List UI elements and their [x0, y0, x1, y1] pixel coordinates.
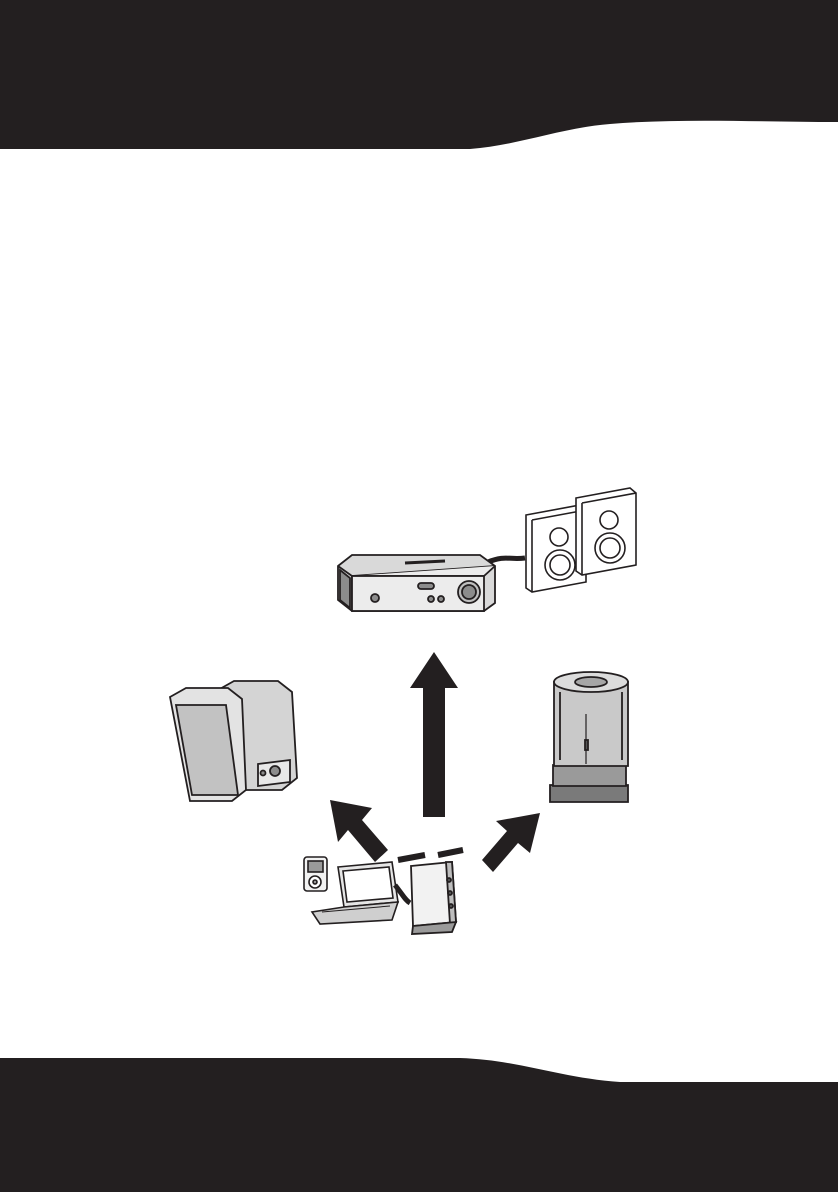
- media-player-icon: [304, 857, 327, 891]
- stereo-amplifier-icon: [338, 555, 495, 611]
- wireless-transmitter-icon: [398, 850, 463, 934]
- desktop-speakers-icon: [170, 681, 297, 801]
- arrow-to-tower-speaker: [482, 813, 540, 872]
- header-wave-band: [0, 0, 838, 160]
- arrow-to-amplifier: [410, 652, 458, 817]
- footer-wave-band: [0, 1040, 838, 1192]
- speaker-cable: [488, 558, 525, 562]
- tower-speaker-icon: [550, 672, 628, 802]
- wireless-audio-diagram: [0, 480, 838, 950]
- arrow-to-desktop-speakers: [330, 800, 388, 862]
- bookshelf-speakers-icon: [526, 488, 636, 592]
- footer-wave-shape: [0, 1058, 838, 1192]
- header-wave-shape: [0, 0, 838, 149]
